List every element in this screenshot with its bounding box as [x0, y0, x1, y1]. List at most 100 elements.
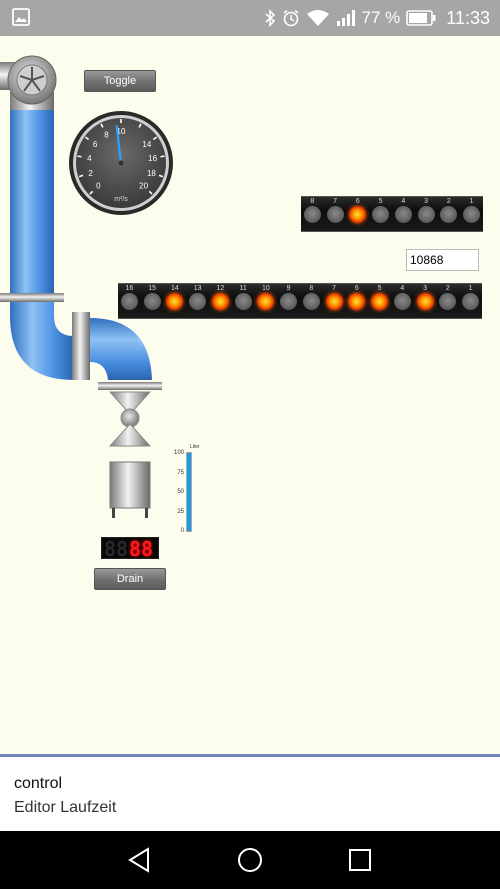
led-small-cell: 5	[370, 197, 391, 231]
led-large-lamp	[234, 293, 252, 310]
led-small-cell: 2	[438, 197, 459, 231]
counter-value-field[interactable]: 10868	[406, 249, 479, 271]
gauge-tick	[160, 155, 165, 158]
led-small-lamp	[349, 206, 367, 223]
gauge-tick-label: 20	[139, 182, 148, 191]
gauge-needle	[115, 125, 123, 164]
gauge-tick	[152, 136, 158, 141]
led-large-cell: 5	[369, 284, 390, 318]
gauge-tick-label: 16	[148, 154, 157, 163]
led-large-lamp	[439, 293, 457, 310]
gauge-unit: m³/s	[114, 196, 128, 203]
led-large-label: 14	[170, 285, 179, 292]
gauge-tick-label: 14	[142, 140, 151, 149]
level-meter-scale-label: 50	[177, 489, 184, 495]
gauge-tick	[78, 174, 84, 178]
led-large-label: 9	[286, 285, 291, 292]
navigation-bar	[0, 831, 500, 889]
recents-icon[interactable]	[342, 843, 378, 877]
led-large-cell: 6	[346, 284, 367, 318]
led-large-label: 10	[261, 285, 270, 292]
level-meter-scale-label: 0	[180, 528, 184, 534]
led-small-label: 2	[446, 198, 451, 205]
clock: 11:33	[446, 7, 490, 28]
status-bar: 77 % 11:33	[0, 0, 500, 36]
led-large-label: 7	[332, 285, 337, 292]
led-large-label: 2	[445, 285, 450, 292]
pipe-system	[0, 55, 162, 518]
led-large-label: 5	[377, 285, 382, 292]
led-large-lamp	[211, 293, 229, 310]
gauge-tick	[89, 190, 94, 195]
home-icon[interactable]	[232, 843, 268, 877]
level-meter-scale-label: 25	[177, 508, 184, 515]
led-large-lamp	[302, 293, 320, 310]
level-meter-scale-label: 100	[173, 450, 184, 456]
led-large-lamp	[257, 293, 275, 310]
gauge-tick-label: 6	[93, 140, 98, 149]
panel-title: control	[14, 775, 63, 792]
gauge-tick-label: 10	[117, 127, 126, 136]
led-large-cell: 7	[324, 284, 345, 318]
gauge-tick-label: 0	[96, 182, 101, 191]
led-large-lamp	[416, 293, 434, 310]
led-large-label: 12	[216, 285, 225, 292]
led-small-label: 7	[333, 198, 338, 205]
level-meter: Liter 100 75 50 25 0	[170, 444, 210, 534]
back-icon[interactable]	[122, 843, 158, 877]
toggle-button[interactable]: Toggle	[84, 70, 156, 92]
led-small-label: 1	[469, 198, 474, 205]
led-large-cell: 14	[164, 284, 185, 318]
gauge-tick-label: 2	[88, 169, 93, 178]
gauge-tick	[77, 155, 82, 158]
led-large-cell: 15	[142, 284, 163, 318]
led-large-lamp	[462, 293, 480, 310]
led-large-lamp	[325, 293, 343, 310]
led-large-lamp	[348, 293, 366, 310]
led-small-lamp	[394, 206, 412, 223]
panel-subtitle[interactable]: Editor Laufzeit	[14, 799, 117, 816]
led-large-lamp	[166, 293, 184, 310]
led-small-cell: 7	[325, 197, 346, 231]
project-panel: control Editor Laufzeit	[0, 754, 500, 831]
led-large-cell: 12	[210, 284, 231, 318]
level-meter-fill	[187, 453, 191, 531]
led-large-label: 13	[193, 285, 202, 292]
led-large-lamp	[189, 293, 207, 310]
led-large-label: 6	[354, 285, 359, 292]
led-small-label: 8	[310, 198, 315, 205]
segment-dim-digit: 8	[116, 537, 129, 561]
led-large-cell: 10	[255, 284, 276, 318]
led-small-cell: 8	[302, 197, 323, 231]
led-large-lamp	[280, 293, 298, 310]
led-large-cell: 16	[119, 284, 140, 318]
gauge-tick-label: 4	[87, 154, 92, 163]
led-small-lamp	[417, 206, 435, 223]
gauge-tick-label: 18	[147, 169, 156, 178]
led-large-label: 1	[468, 285, 473, 292]
led-large-cell: 4	[392, 284, 413, 318]
led-small-cell: 6	[347, 197, 368, 231]
alarm-icon	[283, 9, 299, 27]
drain-button[interactable]: Drain	[94, 568, 166, 590]
led-large-label: 8	[309, 285, 314, 292]
led-large-cell: 13	[187, 284, 208, 318]
led-large-lamp	[371, 293, 389, 310]
led-large-cell: 3	[415, 284, 436, 318]
segment-lit-digits: 88	[129, 537, 154, 561]
led-large-label: 16	[125, 285, 134, 292]
battery-percent: 77 %	[361, 8, 401, 27]
level-meter-unit: Liter	[190, 444, 200, 450]
led-large-cell: 9	[278, 284, 299, 318]
level-meter-scale-label: 75	[177, 469, 184, 476]
led-large-lamp	[120, 293, 138, 310]
led-small-label: 4	[401, 198, 406, 205]
led-small-cell: 1	[461, 197, 482, 231]
battery-icon	[406, 10, 436, 26]
gauge-tick	[100, 123, 104, 128]
signal-icon	[336, 10, 355, 26]
led-large-cell: 8	[301, 284, 322, 318]
